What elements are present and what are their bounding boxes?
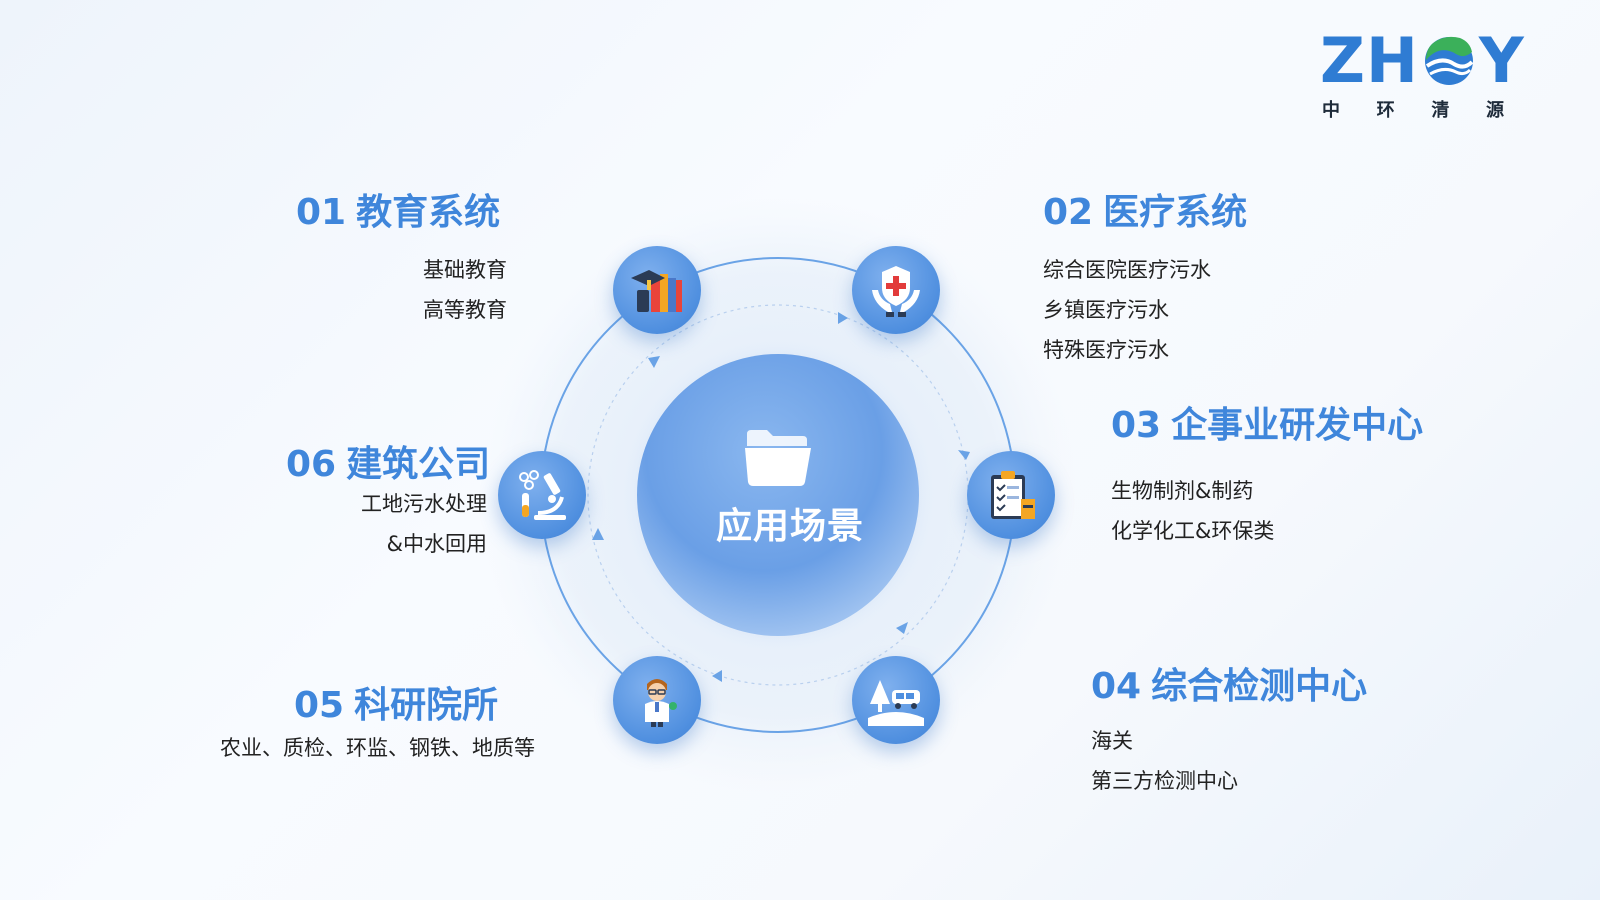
logo-letter: H: [1365, 24, 1419, 97]
logo-letter: Z: [1320, 24, 1366, 97]
arrow-head-6: [648, 356, 660, 368]
node-medical: [852, 246, 940, 334]
category-number: 06: [286, 444, 337, 485]
node-rd-center: [967, 451, 1055, 539]
clipboard-checklist-icon: [991, 471, 1035, 519]
node-research-institute: [613, 656, 701, 744]
arrow-head-2: [958, 450, 970, 460]
arrow-head-1: [838, 312, 848, 324]
logo-letter: Y: [1478, 24, 1525, 97]
node-testing-center: [852, 656, 940, 744]
category-name: 科研院所: [354, 685, 499, 726]
books-graduation-cap-icon: [631, 270, 682, 312]
category-name: 综合检测中心: [1151, 666, 1368, 707]
category-item: 特殊医疗污水: [1043, 338, 1169, 362]
category-item: 工地污水处理: [361, 492, 487, 516]
category-name: 建筑公司: [346, 444, 491, 485]
category-item: 基础教育: [423, 258, 507, 282]
category-item: 海关: [1091, 729, 1133, 753]
category-item: 化学化工&环保类: [1111, 519, 1275, 543]
category-name: 企事业研发中心: [1171, 405, 1424, 446]
logo-char: 中: [1322, 100, 1340, 121]
category-number: 03: [1111, 405, 1162, 446]
category-number: 01: [296, 192, 347, 233]
category-number: 04: [1091, 666, 1142, 707]
medical-shield-hands-icon: [872, 266, 920, 317]
category-name: 医疗系统: [1103, 192, 1248, 233]
microscope-lab-icon: [519, 470, 566, 520]
logo-char: 环: [1376, 100, 1395, 121]
outdoor-vehicle-tree-icon: [868, 680, 924, 726]
category-item: 第三方检测中心: [1091, 769, 1238, 793]
center-label: 应用场景: [715, 506, 864, 547]
globe-wave-icon: [1424, 36, 1474, 85]
category-item: 农业、质检、环监、钢铁、地质等: [220, 736, 535, 760]
scientist-icon: [645, 679, 677, 727]
core-circle: [637, 354, 919, 636]
category-item: 高等教育: [423, 298, 507, 322]
folder-icon: [745, 430, 811, 486]
category-item: &中水回用: [386, 532, 487, 556]
category-item: 综合医院医疗污水: [1043, 258, 1211, 282]
category-name: 教育系统: [356, 192, 501, 233]
node-education: [613, 246, 701, 334]
logo-char: 清: [1431, 100, 1450, 121]
category-number: 05: [294, 685, 345, 726]
logo-chinese-name: 中 环 清 源: [1320, 96, 1504, 122]
arrow-head-3: [896, 622, 908, 634]
logo-char: 源: [1485, 100, 1504, 121]
category-number: 02: [1043, 192, 1094, 233]
node-construction: [498, 451, 586, 539]
arrow-head-4: [712, 670, 722, 682]
category-item: 生物制剂&制药: [1111, 479, 1254, 503]
category-item: 乡镇医疗污水: [1043, 298, 1169, 322]
arrow-head-5: [592, 528, 604, 540]
